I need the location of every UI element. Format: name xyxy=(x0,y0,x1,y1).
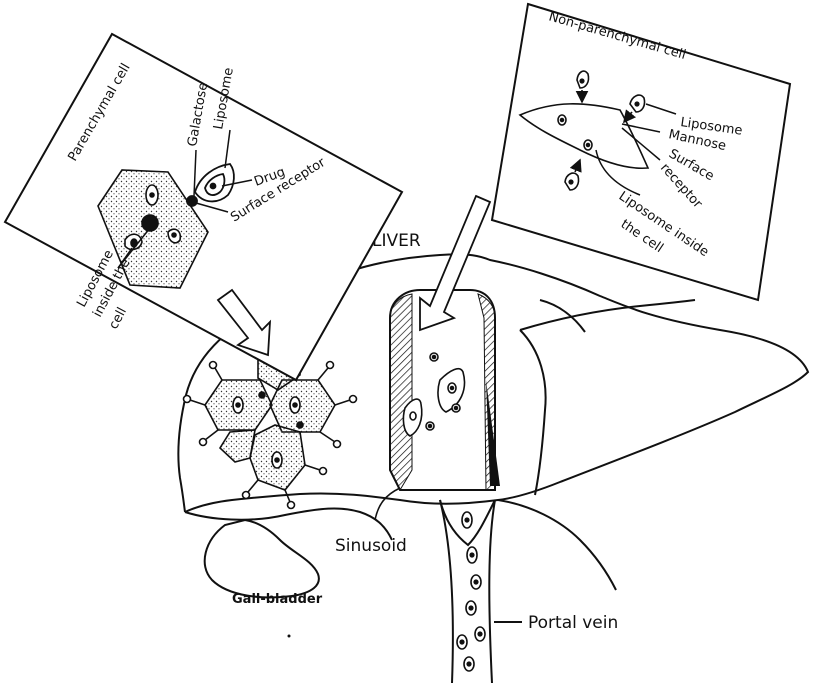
liposome-inside-label-3: cell xyxy=(106,305,130,332)
portal-vein-label: Portal vein xyxy=(528,613,618,633)
sinusoid-pointer xyxy=(375,488,400,520)
gall-bladder xyxy=(205,520,319,597)
stray-dot xyxy=(288,635,291,638)
portal-vein-cells xyxy=(457,512,485,671)
sinusoid-label: Sinusoid xyxy=(335,536,407,556)
gall-bladder-label: Gall-bladder xyxy=(232,592,323,607)
